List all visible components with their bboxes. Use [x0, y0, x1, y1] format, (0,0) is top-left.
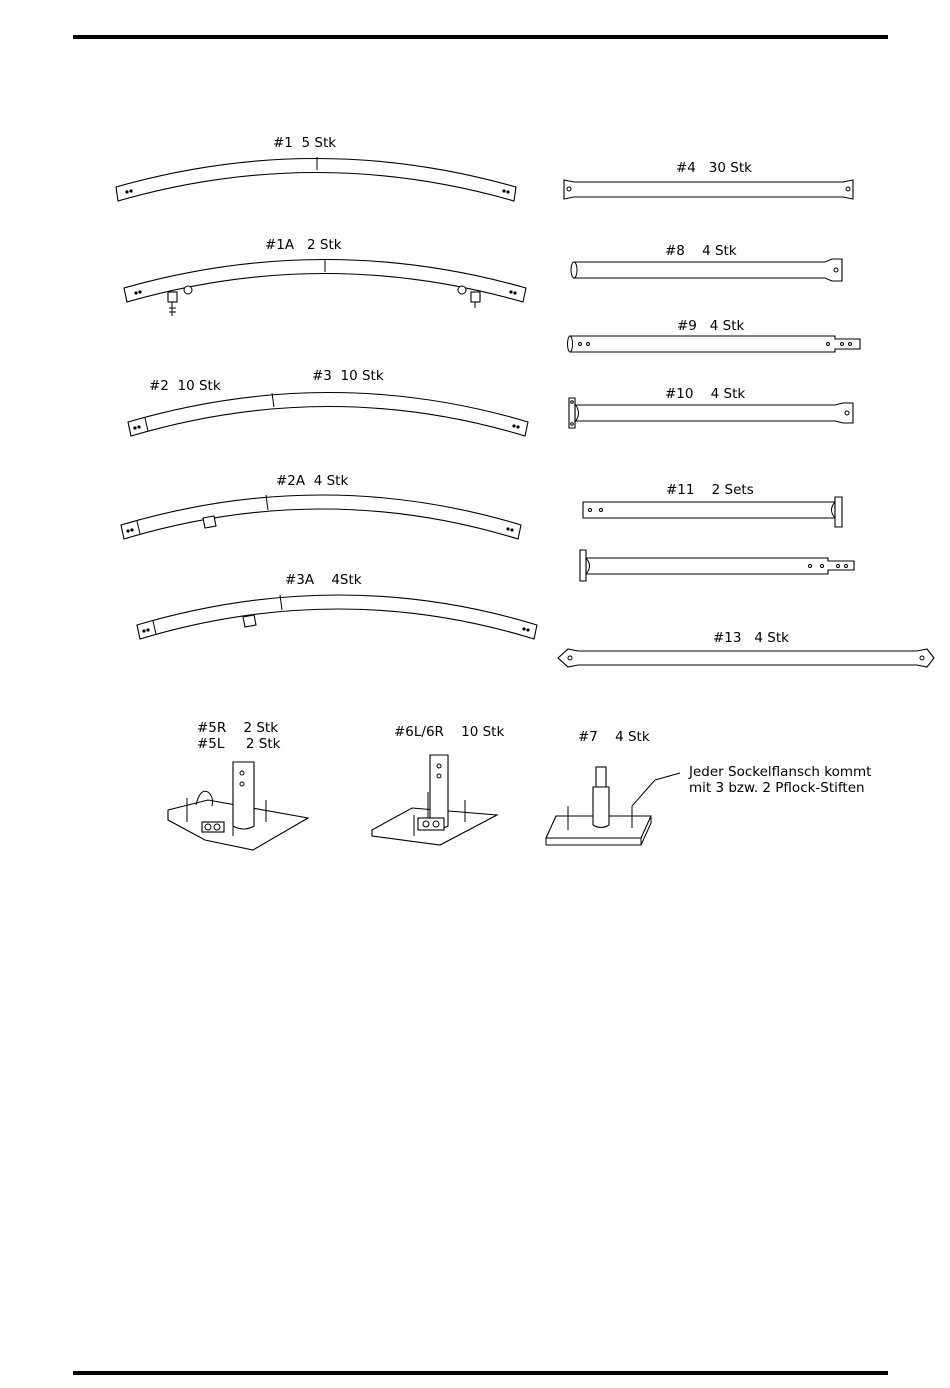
label-part-3a: #3A 4Stk: [285, 572, 362, 588]
part-6-drawing: [372, 755, 497, 845]
label-part-2: #2 10 Stk: [149, 378, 221, 394]
part-1a-drawing: [124, 259, 526, 316]
part-4-drawing: [564, 180, 853, 199]
part-5-drawing: [168, 762, 308, 850]
label-part-1a: #1A 2 Stk: [265, 237, 342, 253]
label-part-11: #11 2 Sets: [666, 482, 754, 498]
label-part-2a: #2A 4 Stk: [276, 473, 348, 489]
part-3a-drawing: [137, 595, 537, 639]
note-line-1: Jeder Sockelflansch kommt: [689, 764, 871, 780]
part-11-drawing: [580, 497, 854, 581]
label-part-7: #7 4 Stk: [578, 729, 650, 745]
part-2-3-drawing: [128, 393, 528, 437]
label-part-8: #8 4 Stk: [665, 243, 737, 259]
part-13-drawing: [558, 649, 934, 667]
part-10-drawing: [569, 398, 853, 428]
label-part-5l: #5L 2 Stk: [197, 736, 280, 752]
part-8-drawing: [571, 259, 842, 281]
label-part-3: #3 10 Stk: [312, 368, 384, 384]
part-2a-drawing: [121, 495, 521, 539]
label-part-6: #6L/6R 10 Stk: [394, 724, 504, 740]
label-part-5r: #5R 2 Stk: [197, 720, 278, 736]
label-part-13: #13 4 Stk: [713, 630, 789, 646]
label-part-9: #9 4 Stk: [677, 318, 744, 334]
label-part-4: #4 30 Stk: [676, 160, 752, 176]
part-9-drawing: [568, 336, 861, 352]
label-part-1: #1 5 Stk: [273, 135, 336, 151]
label-part-10: #10 4 Stk: [665, 386, 745, 402]
part-1-drawing: [116, 157, 516, 201]
note-line-2: mit 3 bzw. 2 Pflock-Stiften: [689, 780, 865, 796]
part-7-drawing: [546, 767, 680, 845]
